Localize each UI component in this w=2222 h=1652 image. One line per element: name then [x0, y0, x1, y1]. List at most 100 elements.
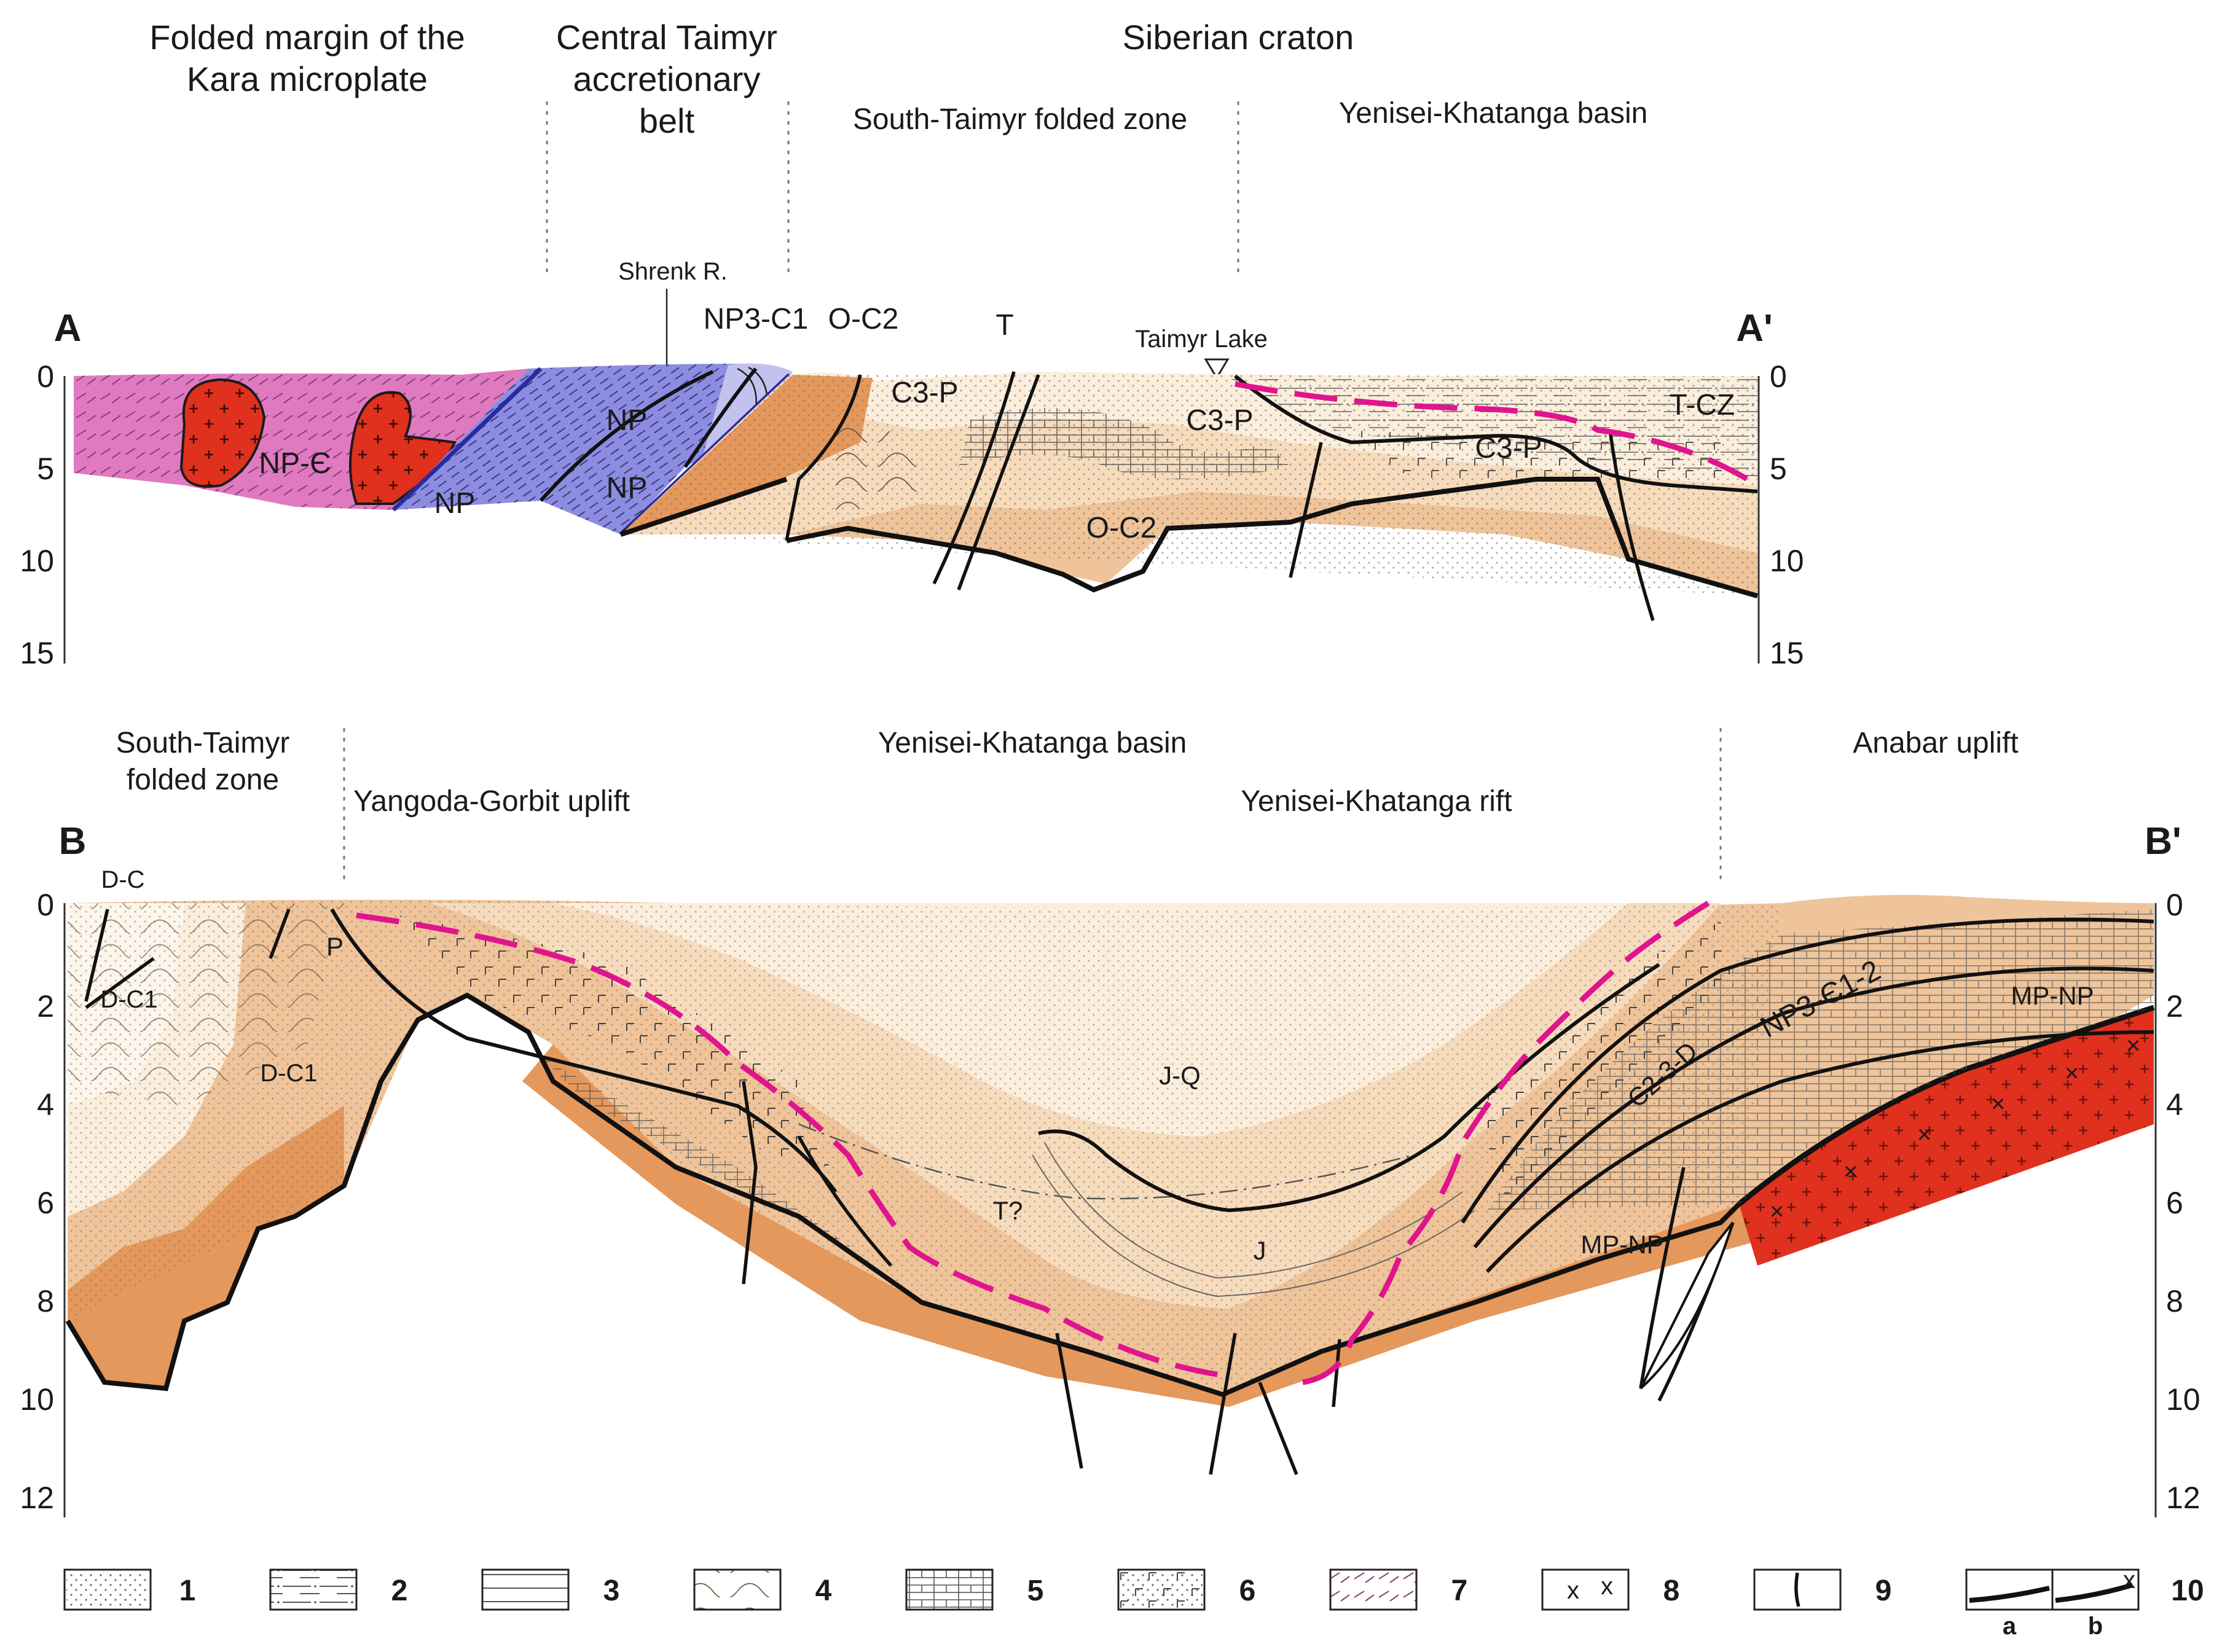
rift-boundary-b-right — [1302, 901, 1710, 1385]
label-taimyr-lake: Taimyr Lake — [1135, 326, 1268, 353]
header-central-line1: Central Taimyr — [556, 18, 777, 57]
x-mark-1: × — [1770, 1198, 1784, 1225]
legend-num-5: 5 — [1027, 1575, 1044, 1607]
header-b-yenisei-rift: Yenisei-Khatanga rift — [1241, 785, 1512, 818]
unit-np3-c1: NP3-C1 — [704, 303, 809, 335]
tick-a-right-5: 5 — [1770, 452, 1787, 486]
unit-np-cambrian: NP-Є — [259, 447, 331, 480]
legend-swatch-4 — [693, 1568, 782, 1611]
unit-o-c2-top: O-C2 — [828, 303, 899, 335]
anabar-basement-top — [1737, 1004, 2155, 1207]
horizon-b-right-3 — [1485, 1030, 2154, 1274]
legend-num-10: 10 — [2171, 1575, 2204, 1607]
legend-sublabel-a: a — [2003, 1613, 2017, 1640]
legend-8-x2: x — [1601, 1573, 1613, 1600]
header-b-south-line1: South-Taimyr — [116, 727, 290, 759]
basement-surface-b — [65, 992, 1741, 1398]
legend-num-2: 2 — [391, 1575, 408, 1607]
fault-b-1 — [742, 1081, 758, 1285]
tick-b-right-6: 6 — [2166, 1186, 2183, 1220]
header-kara-line2: Kara microplate — [187, 60, 428, 98]
tick-b-left-2: 2 — [37, 989, 54, 1024]
lake-marker-icon — [1204, 358, 1230, 380]
unit-c3-p-3: C3-P — [1475, 432, 1542, 464]
jurassic-beds-1 — [1044, 1142, 1463, 1279]
fold-pattern-b — [68, 903, 344, 1106]
legend-swatch-3 — [481, 1568, 570, 1611]
label-shrenk: Shrenk R. — [618, 258, 728, 285]
legend-item-2: 2 — [269, 1568, 408, 1611]
tick-b-right-0: 0 — [2166, 888, 2183, 922]
tick-a-left-10: 10 — [20, 544, 54, 578]
legend-swatch-7 — [1329, 1568, 1418, 1611]
header-siberian: Siberian craton — [1123, 18, 1354, 57]
fault-b-5 — [1258, 1381, 1298, 1476]
tick-b-left-6: 6 — [37, 1186, 54, 1220]
legend-swatch-5 — [905, 1568, 994, 1611]
fault-b-7 — [1639, 1167, 1686, 1389]
rift-boundary-b-left — [356, 912, 1230, 1379]
header-b-south-line2: folded zone — [127, 764, 279, 796]
unit-c3-p-2: C3-P — [1186, 404, 1253, 437]
anabar-cross-pattern — [1739, 1008, 2154, 1266]
section-b-start-label: B — [59, 820, 87, 863]
legend-item-3: 3 — [481, 1568, 620, 1611]
fault-b-6 — [1332, 1339, 1341, 1407]
jurassic-dashed-beds — [798, 1123, 1414, 1200]
depth-axis-a-left: 0 5 10 15 — [20, 359, 66, 670]
section-a-headers: Folded margin of the Kara microplate Cen… — [54, 18, 1773, 380]
tick-b-left-12: 12 — [20, 1481, 54, 1515]
legend-swatch-8 — [1541, 1568, 1630, 1611]
brick-pattern-b-right — [1487, 909, 2154, 1210]
legend-item-8: x x 8 — [1541, 1568, 1679, 1611]
unit-c3-p-1: C3-P — [891, 377, 958, 409]
fault-b-3 — [1055, 1333, 1083, 1469]
horizon-j-top — [1038, 963, 1660, 1213]
tick-b-right-4: 4 — [2166, 1087, 2183, 1122]
legend-item-9: 9 — [1753, 1568, 1891, 1611]
fault-b-south-1 — [84, 909, 155, 1009]
section-b-end-label: B' — [2145, 820, 2181, 863]
unit-b-d-c1-b: D-C1 — [260, 1060, 317, 1087]
tick-b-left-0: 0 — [37, 888, 54, 922]
fault-a3 — [957, 374, 1040, 590]
tick-b-left-8: 8 — [37, 1284, 54, 1318]
legend-swatch-1-fill — [66, 1572, 149, 1608]
legend-item-4: 4 — [693, 1568, 832, 1611]
header-central-line2: accretionary — [573, 60, 760, 98]
legend-10b-x: x — [2123, 1567, 2135, 1594]
legend-item-5: 5 — [905, 1568, 1044, 1611]
tick-b-left-10: 10 — [20, 1382, 54, 1417]
fault-a2 — [932, 371, 1016, 585]
thrust-line-3 — [539, 370, 714, 502]
legend-item-6: 6 — [1117, 1568, 1255, 1611]
basalt-pattern-a — [1333, 430, 1733, 485]
header-kara-line1: Folded margin of the — [149, 18, 465, 57]
legend-item-1: 1 — [63, 1568, 195, 1611]
depth-axis-b-right: 0 2 4 6 8 10 12 — [2154, 888, 2200, 1517]
legend-item-7: 7 — [1329, 1568, 1467, 1611]
thrust-line-1 — [391, 367, 543, 512]
tick-a-left-15: 15 — [20, 636, 54, 670]
unit-o-c2-bottom: O-C2 — [1086, 512, 1157, 544]
unit-b-d-c1-a: D-C1 — [100, 986, 157, 1013]
tick-b-right-10: 10 — [2166, 1382, 2200, 1417]
tick-b-right-2: 2 — [2166, 989, 2183, 1024]
legend-sublabel-b: b — [2088, 1613, 2103, 1640]
unit-t: T — [995, 309, 1013, 342]
header-yenisei-basin: Yenisei-Khatanga basin — [1339, 97, 1648, 130]
unit-b-mp-np-right: MP-NP — [2011, 981, 2094, 1010]
tick-a-right-0: 0 — [1770, 359, 1787, 394]
basalt-pattern-b-left — [399, 915, 830, 1167]
x-mark-4: × — [1991, 1090, 2005, 1118]
fault-a5 — [1608, 429, 1655, 621]
tick-b-right-12: 12 — [2166, 1481, 2200, 1515]
fault-b-south-2 — [269, 909, 291, 959]
fault-a4 — [1289, 442, 1323, 578]
header-central-line3: belt — [639, 101, 695, 140]
legend-num-3: 3 — [603, 1575, 620, 1607]
basin-dot-pattern — [68, 899, 1782, 1395]
section-b-body: × × × × × × 0 2 4 6 8 10 12 0 2 4 6 8 10… — [20, 866, 2200, 1517]
brick-pattern-b-left — [541, 1057, 860, 1253]
legend-swatch-2 — [269, 1568, 358, 1611]
